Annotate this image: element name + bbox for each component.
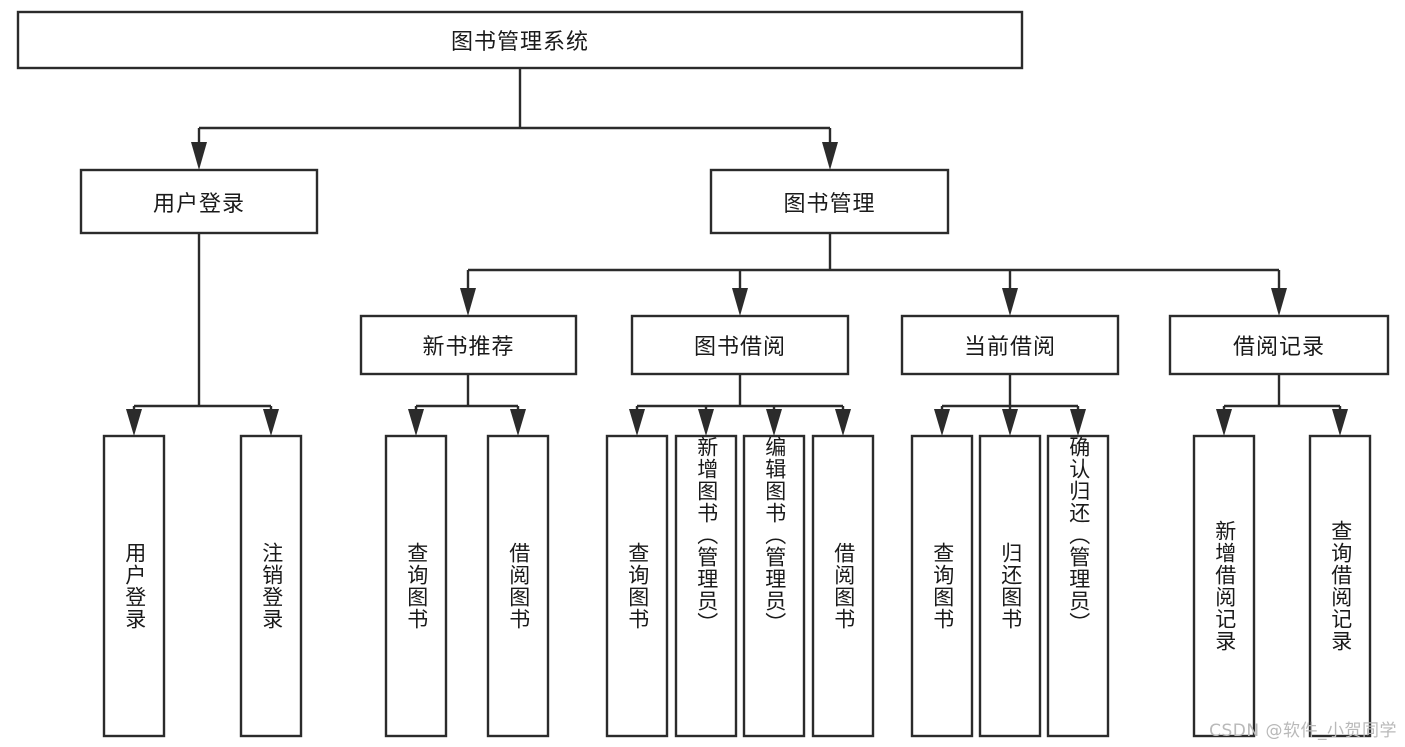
arrow-head-borrow-record (1271, 288, 1287, 316)
arrow-head-leaf-borrow-book-2 (835, 409, 851, 436)
node-box-borrow-record[interactable] (1168, 314, 1390, 376)
node-box-leaf-query-record[interactable] (1308, 434, 1372, 738)
connector-layer (126, 68, 1348, 436)
node-layer (16, 10, 1390, 738)
node-box-leaf-add-book[interactable] (674, 434, 738, 738)
arrow-head-book-manage (822, 142, 838, 170)
arrow-head-leaf-confirm-return (1070, 409, 1086, 436)
arrow-head-leaf-query-record (1332, 409, 1348, 436)
node-box-leaf-user-login[interactable] (102, 434, 166, 738)
node-box-book-manage[interactable] (709, 168, 950, 235)
node-box-new-book-recommend[interactable] (359, 314, 578, 376)
arrow-head-leaf-logout (263, 409, 279, 436)
arrow-head-leaf-return-book (1002, 409, 1018, 436)
node-box-leaf-add-record[interactable] (1192, 434, 1256, 738)
arrow-head-leaf-add-record (1216, 409, 1232, 436)
arrow-head-user-login (191, 142, 207, 170)
node-box-leaf-query-book-2[interactable] (605, 434, 669, 738)
node-box-root[interactable] (16, 10, 1024, 70)
arrow-head-leaf-query-book-1 (408, 409, 424, 436)
node-box-leaf-borrow-book-1[interactable] (486, 434, 550, 738)
node-box-leaf-borrow-book-2[interactable] (811, 434, 875, 738)
arrow-head-leaf-query-book-3 (934, 409, 950, 436)
node-box-current-borrow[interactable] (900, 314, 1120, 376)
arrow-head-current-borrow (1002, 288, 1018, 316)
arrow-head-leaf-user-login (126, 409, 142, 436)
arrow-head-book-borrow (732, 288, 748, 316)
node-box-user-login[interactable] (79, 168, 319, 235)
arrow-head-leaf-borrow-book-1 (510, 409, 526, 436)
arrow-head-leaf-query-book-2 (629, 409, 645, 436)
node-box-leaf-edit-book[interactable] (742, 434, 806, 738)
arrow-head-leaf-add-book (698, 409, 714, 436)
node-box-leaf-query-book-3[interactable] (910, 434, 974, 738)
arrow-head-leaf-edit-book (766, 409, 782, 436)
node-box-leaf-logout[interactable] (239, 434, 303, 738)
node-box-leaf-confirm-return[interactable] (1046, 434, 1110, 738)
node-box-leaf-return-book[interactable] (978, 434, 1042, 738)
arrow-head-new-book-recommend (460, 288, 476, 316)
node-box-leaf-query-book-1[interactable] (384, 434, 448, 738)
node-box-book-borrow[interactable] (630, 314, 850, 376)
